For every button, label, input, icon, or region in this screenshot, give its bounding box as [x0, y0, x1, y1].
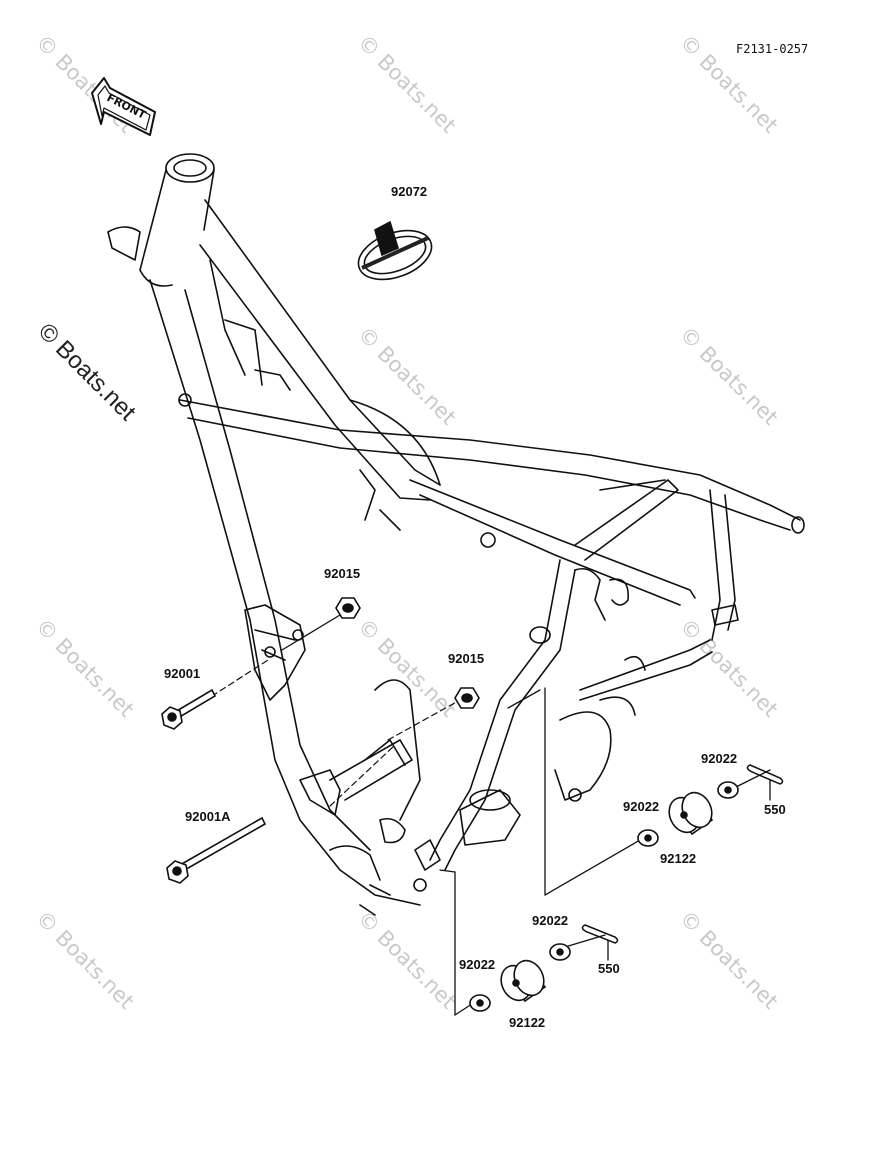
nut-icon [454, 687, 480, 709]
washer-icon [549, 943, 571, 961]
part-label-550: 550 [598, 961, 620, 976]
bolt-icon [161, 688, 217, 730]
strap-band-icon [357, 220, 433, 281]
rubber-damper-icon [500, 959, 547, 1003]
washer-icon [717, 781, 739, 799]
part-label-92072: 92072 [391, 184, 428, 199]
rubber-damper-icon [668, 791, 714, 836]
part-label-92022: 92022 [459, 957, 496, 972]
part-label-92122: 92122 [509, 1015, 546, 1030]
cotter-pin-icon [746, 764, 784, 785]
bolt-icon [166, 816, 267, 884]
part-label-92015: 92015 [448, 651, 485, 666]
part-label-92022: 92022 [701, 751, 738, 766]
front-arrow-icon: FRONT [91, 77, 156, 136]
part-label-92022: 92022 [623, 799, 660, 814]
part-label-92015: 92015 [324, 566, 361, 581]
nut-icon [335, 597, 361, 619]
part-label-92001: 92001 [164, 666, 201, 681]
washer-icon [469, 994, 491, 1012]
part-label-550: 550 [764, 802, 786, 817]
part-label-92122: 92122 [660, 851, 697, 866]
washer-icon [637, 829, 659, 847]
drawing-number: F2131-0257 [736, 42, 809, 56]
part-label-92001A: 92001A [185, 809, 231, 824]
cotter-pin-icon [581, 924, 619, 944]
part-label-92022: 92022 [532, 913, 569, 928]
